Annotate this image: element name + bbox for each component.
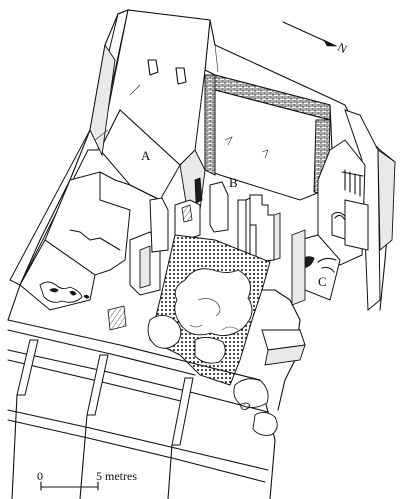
scale-bar <box>40 481 99 491</box>
mosaic-court <box>147 234 271 386</box>
room-c <box>291 139 369 306</box>
room-a <box>89 9 211 216</box>
scale-start-label: 0 <box>37 469 43 483</box>
north-arrow <box>282 21 337 47</box>
room-label-c: C <box>318 274 327 289</box>
foreground-walls <box>7 289 306 499</box>
scale-end-label: 5 metres <box>96 469 137 483</box>
room-label-a: A <box>141 148 151 163</box>
room-label-b: B <box>229 175 238 190</box>
room-b <box>174 74 331 263</box>
grille <box>341 169 364 197</box>
left-lower-rooms <box>19 171 169 331</box>
